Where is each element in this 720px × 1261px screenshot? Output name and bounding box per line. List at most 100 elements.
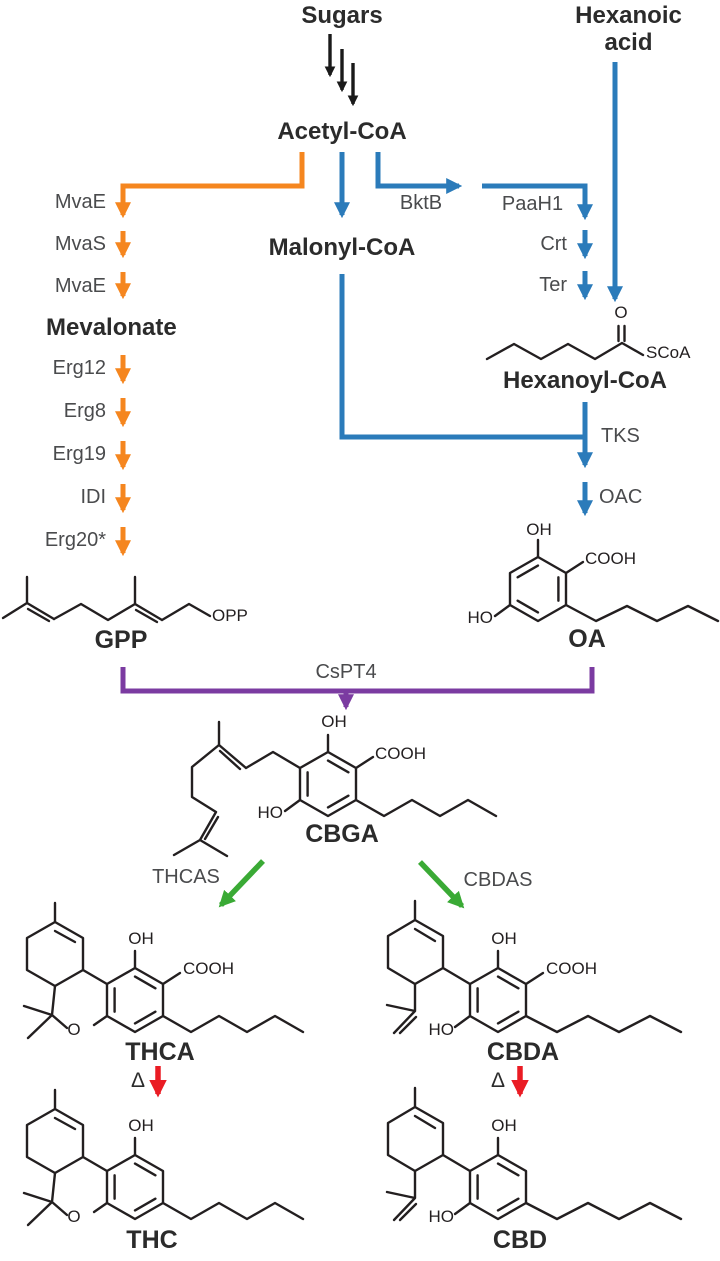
thc-structure — [22, 1088, 305, 1227]
thca-oh-label: OH — [128, 929, 154, 948]
enzyme-oac: OAC — [599, 486, 643, 508]
arrow-paah1 — [482, 183, 594, 221]
enzyme-erg20: Erg20* — [44, 529, 106, 551]
cbda-ho-label: HO — [428, 1020, 455, 1039]
cbda-benzene-ring — [468, 966, 528, 1034]
node-acetyl-coa: Acetyl-CoA — [277, 118, 407, 145]
node-hexanoic-acid-line2: acid — [604, 29, 653, 56]
bracket-line — [120, 667, 595, 694]
enzyme-ter: Ter — [539, 274, 567, 296]
cbd-ho-bond — [453, 1201, 472, 1216]
arrow-cbdas — [418, 860, 465, 909]
enzyme-paah1: PaaH1 — [501, 193, 564, 215]
cbda-isopropenyl — [385, 982, 418, 1035]
cbd-structure — [385, 1086, 683, 1222]
hexanoyl-coa-structure — [485, 324, 645, 361]
enzyme-cbdas: CBDAS — [463, 869, 533, 891]
delta-symbol-thca: Δ — [130, 1069, 146, 1092]
thc-pyran-ring — [22, 1155, 109, 1227]
cbga-benzene-ring — [298, 750, 358, 818]
cbga-pentyl-chain — [354, 798, 498, 818]
enzyme-mvae-1: MvaE — [54, 191, 106, 213]
thca-cooh-bond — [161, 971, 182, 986]
enzyme-bktb: BktB — [399, 192, 443, 214]
oa-ho-bond — [493, 603, 512, 618]
cbga-oh-label: OH — [321, 712, 347, 731]
enzyme-crt: Crt — [540, 233, 567, 255]
thc-benzene-ring — [105, 1153, 165, 1221]
hexanoyl-scoa-label: SCoA — [646, 343, 691, 362]
cbd-isopropenyl — [385, 1169, 418, 1222]
thca-structure — [22, 901, 305, 1040]
hexanoyl-carbonyl — [617, 324, 626, 343]
thc-pyran-o-label: O — [67, 1207, 81, 1226]
cbga-cooh-bond — [354, 755, 375, 770]
cbga-cooh-label: COOH — [375, 744, 426, 763]
gpp-structure — [1, 575, 212, 624]
enzyme-thcas: THCAS — [152, 866, 220, 888]
cbda-cooh-label: COOH — [546, 959, 597, 978]
node-cbda: CBDA — [486, 1038, 560, 1066]
thc-oh-label: OH — [128, 1116, 154, 1135]
thca-pyran-ring — [22, 968, 109, 1040]
thca-cooh-label: COOH — [183, 959, 234, 978]
node-hexanoic-acid: Hexanoic acid — [556, 2, 701, 56]
enzyme-erg12: Erg12 — [52, 357, 106, 379]
cbda-oh-label: OH — [491, 929, 517, 948]
oa-oh-label: OH — [526, 520, 552, 539]
cbd-benzene-ring — [468, 1153, 528, 1221]
thca-benzene-ring — [105, 966, 165, 1034]
hexanoyl-chain — [485, 341, 645, 361]
gpp-opp-label: OPP — [212, 606, 248, 625]
node-gpp: GPP — [94, 626, 148, 654]
cbda-structure — [385, 899, 683, 1035]
thca-cyclohexene-ring — [25, 901, 85, 988]
oa-benzene-ring — [508, 555, 568, 623]
cbga-structure — [172, 720, 498, 858]
node-hexanoic-acid-line1: Hexanoic — [575, 2, 682, 29]
cbga-ho-label: HO — [257, 803, 284, 822]
enzyme-mvae-2: MvaE — [54, 275, 106, 297]
cbd-ho-label: HO — [428, 1207, 455, 1226]
cbda-pentyl-chain — [524, 1014, 683, 1034]
oa-cooh-label: COOH — [585, 549, 636, 568]
sugars-to-acetylcoa-arrows — [324, 34, 359, 107]
cbd-oh-label: OH — [491, 1116, 517, 1135]
synthase-arrows — [218, 859, 465, 909]
node-cbd: CBD — [492, 1226, 548, 1254]
node-hexanoyl-coa: Hexanoyl-CoA — [502, 367, 668, 394]
cspt4-bracket — [120, 667, 595, 711]
cbda-ho-bond — [453, 1014, 472, 1029]
enzyme-mvas: MvaS — [54, 233, 106, 255]
thca-pyran-o-label: O — [67, 1020, 81, 1039]
cbga-ho-bond — [283, 798, 302, 813]
enzyme-tks: TKS — [601, 425, 640, 447]
thc-pentyl-chain — [161, 1201, 305, 1221]
cbda-cooh-bond — [524, 971, 545, 986]
enzyme-cspt4: CsPT4 — [315, 661, 377, 683]
enzyme-erg19: Erg19 — [52, 443, 106, 465]
oa-structure — [493, 538, 720, 623]
oa-pentyl-chain — [564, 603, 720, 623]
node-oa: OA — [568, 625, 606, 653]
node-sugars: Sugars — [301, 2, 383, 29]
node-mevalonate: Mevalonate — [46, 314, 177, 341]
thca-pentyl-chain — [161, 1014, 305, 1034]
thc-cyclohexene-ring — [25, 1088, 85, 1175]
arrow-bktb — [375, 152, 463, 195]
line-malonyl-feed — [339, 274, 585, 440]
node-cbga: CBGA — [305, 820, 379, 848]
oa-ho-label: HO — [467, 608, 494, 627]
arrow-mvae1 — [114, 152, 305, 219]
node-thca: THCA — [125, 1038, 195, 1066]
delta-symbol-cbda: Δ — [490, 1069, 506, 1092]
cbd-cyclohexene-ring — [386, 1086, 472, 1173]
node-malonyl-coa: Malonyl-CoA — [268, 234, 416, 261]
node-thc: THC — [126, 1226, 178, 1254]
decarboxylation-arrows — [149, 1066, 529, 1098]
cbd-pentyl-chain — [524, 1201, 683, 1221]
enzyme-idi: IDI — [80, 486, 106, 508]
hexanoyl-carbonyl-o-label: O — [614, 303, 628, 322]
